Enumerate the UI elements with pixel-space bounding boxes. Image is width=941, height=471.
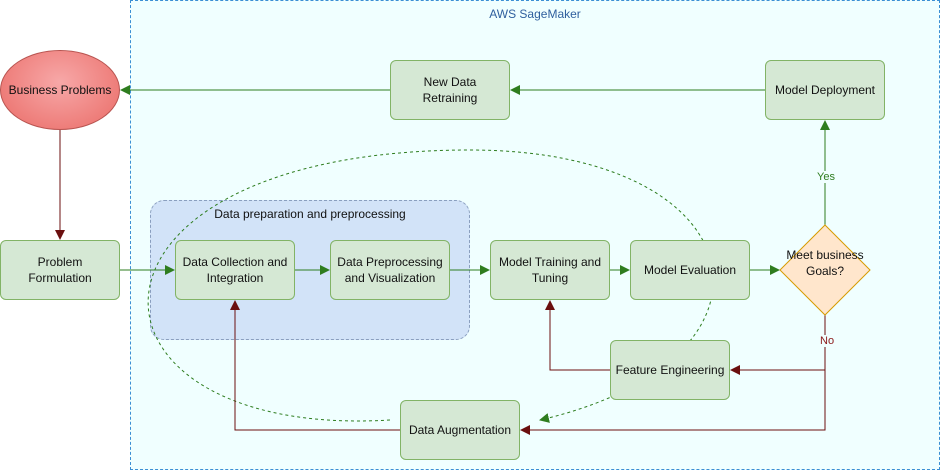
model-training-node[interactable]: Model Training and Tuning bbox=[490, 240, 610, 300]
data-preprocessing-node[interactable]: Data Preprocessing and Visualization bbox=[330, 240, 450, 300]
feature-engineering-node[interactable]: Feature Engineering bbox=[610, 340, 730, 400]
data-prep-label: Data preparation and preprocessing bbox=[214, 207, 406, 221]
data-collection-node[interactable]: Data Collection and Integration bbox=[175, 240, 295, 300]
aws-sagemaker-label: AWS SageMaker bbox=[489, 7, 581, 21]
business-problems-node[interactable]: Business Problems bbox=[0, 50, 120, 130]
problem-formulation-node[interactable]: Problem Formulation bbox=[0, 240, 120, 300]
yes-edge-label: Yes bbox=[815, 171, 837, 183]
data-augmentation-node[interactable]: Data Augmentation bbox=[400, 400, 520, 460]
new-data-retraining-node[interactable]: New Data Retraining bbox=[390, 60, 510, 120]
no-edge-label: No bbox=[818, 335, 837, 347]
decision-node-label[interactable]: Meet business Goals? bbox=[786, 248, 864, 278]
model-evaluation-node[interactable]: Model Evaluation bbox=[630, 240, 750, 300]
model-deployment-node[interactable]: Model Deployment bbox=[765, 60, 885, 120]
